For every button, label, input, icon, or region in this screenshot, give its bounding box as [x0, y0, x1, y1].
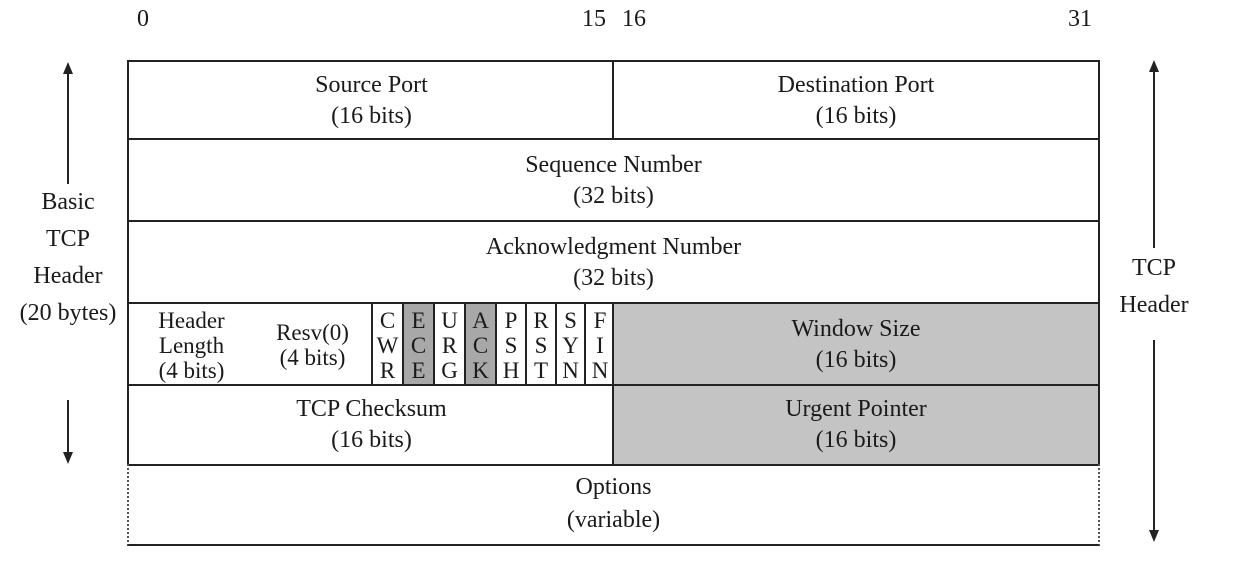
reserved-size: (4 bits) — [279, 345, 346, 370]
urgent-pointer-name: Urgent Pointer — [785, 396, 927, 422]
header-length-line3: (4 bits) — [158, 357, 225, 383]
basic-header-arrow — [63, 62, 73, 464]
flag-rst-l3: T — [533, 357, 549, 383]
destination-port-field: Destination Port (16 bits) — [612, 60, 1100, 140]
basic-header-line4: (20 bytes) — [19, 300, 117, 326]
flag-ack-l2: C — [472, 332, 489, 358]
flag-cwr-l1: C — [379, 307, 396, 333]
basic-header-line1: Basic — [41, 189, 95, 215]
basic-header-label: Basic TCP Header (20 bytes) — [0, 184, 136, 332]
checksum-name: TCP Checksum — [296, 396, 447, 422]
window-size-field: Window Size (16 bits) — [612, 302, 1100, 386]
sequence-number-name: Sequence Number — [525, 152, 702, 178]
flag-rst-l1: R — [533, 307, 549, 333]
tcp-header-line2: Header — [1119, 292, 1189, 318]
options-field: Options (variable) — [127, 464, 1100, 546]
flag-urg-l3: G — [441, 357, 458, 383]
ack-number-size: (32 bits) — [573, 265, 654, 291]
flag-syn-l2: Y — [562, 332, 579, 358]
ack-number-name: Acknowledgment Number — [485, 234, 742, 260]
urgent-pointer-field: Urgent Pointer (16 bits) — [612, 384, 1100, 466]
flag-urg-l2: R — [441, 332, 458, 358]
window-size-name: Window Size — [791, 316, 921, 342]
flag-syn: S Y N — [555, 302, 584, 386]
flag-fin: F I N — [584, 302, 614, 386]
tcp-header-arrow — [1149, 60, 1159, 542]
checksum-size: (16 bits) — [331, 427, 412, 453]
flag-psh: P S H — [495, 302, 525, 386]
tcp-header-line1: TCP — [1131, 255, 1176, 281]
flag-ack-l1: A — [472, 307, 489, 333]
flag-psh-l3: H — [502, 357, 520, 383]
source-port-field: Source Port (16 bits) — [127, 60, 614, 140]
source-port-name: Source Port — [315, 72, 428, 98]
bit-0-label: 0 — [137, 6, 149, 32]
header-length-line2: Length — [158, 332, 225, 358]
flag-fin-l2: I — [596, 332, 604, 358]
basic-header-line3: Header — [33, 263, 103, 289]
flag-urg: U R G — [433, 302, 464, 386]
destination-port-size: (16 bits) — [815, 103, 897, 129]
flag-ece: E C E — [402, 302, 433, 386]
reserved-field: Resv(0) (4 bits) — [254, 302, 371, 386]
flag-urg-l1: U — [441, 307, 458, 333]
flag-ack: A C K — [464, 302, 495, 386]
destination-port-name: Destination Port — [777, 72, 935, 98]
flag-rst-l2: S — [534, 332, 548, 358]
flag-syn-l1: S — [564, 307, 577, 333]
options-size: (variable) — [566, 507, 661, 533]
basic-header-line2: TCP — [45, 226, 90, 252]
sequence-number-field: Sequence Number (32 bits) — [127, 138, 1100, 222]
flag-fin-l1: F — [593, 307, 607, 333]
sequence-number-size: (32 bits) — [573, 183, 654, 209]
bit-15-label: 15 — [582, 6, 606, 32]
flag-ece-l1: E — [411, 307, 426, 333]
ack-number-field: Acknowledgment Number (32 bits) — [127, 220, 1100, 304]
urgent-pointer-size: (16 bits) — [815, 427, 897, 453]
window-size-size: (16 bits) — [815, 347, 897, 373]
checksum-field: TCP Checksum (16 bits) — [127, 384, 614, 466]
flag-ece-l3: E — [411, 357, 426, 383]
bit-16-label: 16 — [622, 6, 646, 32]
flag-rst: R S T — [525, 302, 555, 386]
flag-psh-l2: S — [504, 332, 518, 358]
tcp-header-label: TCP Header — [1104, 250, 1204, 324]
flag-cwr: C W R — [371, 302, 402, 386]
flag-cwr-l3: R — [379, 357, 396, 383]
flag-syn-l3: N — [562, 357, 579, 383]
flag-cwr-l2: W — [376, 332, 399, 358]
flag-ack-l3: K — [472, 357, 489, 383]
reserved-name: Resv(0) — [276, 320, 349, 345]
source-port-size: (16 bits) — [331, 103, 412, 129]
flag-psh-l1: P — [504, 307, 518, 333]
header-length-line1: Header — [158, 307, 225, 333]
options-name: Options — [575, 474, 652, 500]
header-length-field: Header Length (4 bits) — [127, 302, 254, 386]
bit-31-label: 31 — [1068, 6, 1092, 32]
flag-fin-l3: N — [591, 357, 609, 383]
flag-ece-l2: C — [410, 332, 427, 358]
